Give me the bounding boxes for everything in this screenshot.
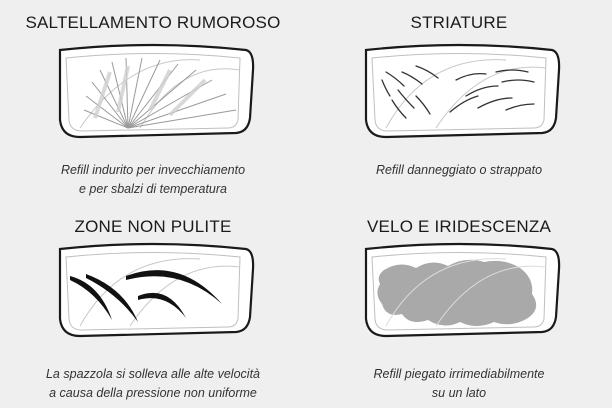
panel-caption: Refill piegato irrimediabilmente su un l… [306,365,612,403]
caption-line: Refill indurito per invecchiamento [60,163,246,177]
panel-title: ZONE NON PULITE [74,217,232,236]
panel-caption: Refill indurito per invecchiamento e per… [0,161,306,199]
panel-title: VELO E IRIDESCENZA [366,217,552,236]
panel-title: STRIATURE [410,13,508,32]
caption-line: Refill piegato irrimediabilmente [373,367,545,381]
caption-line: e per sbalzi di temperatura [79,182,227,196]
panel-caption: La spazzola si solleva alle alte velocit… [0,365,306,403]
caption-line: Refill danneggiato o strappato [375,163,543,177]
panel-uncleaned-areas: ZONE NON PULITE La spazzola si solleva a… [0,204,306,408]
windshield-chatter-illustration [58,43,255,139]
panel-streaks: STRIATURE Refill danneggiato o strappato [306,0,612,204]
caption-line: La spazzola si solleva alle alte velocit… [45,367,260,381]
panel-noisy-chatter: SALTELLAMENTO RUMOROSO [0,0,306,204]
windshield-streaks-illustration [364,43,561,139]
windshield-outline [364,43,561,139]
caption-line: su un lato [431,386,487,400]
panel-title: SALTELLAMENTO RUMOROSO [25,13,281,32]
caption-line: a causa della pressione non uniforme [49,386,257,400]
panel-film-iridescence: VELO E IRIDESCENZA Refill piegato irrime… [306,204,612,408]
film-blotch [377,259,537,326]
windshield-uncleaned-illustration [58,242,255,338]
panel-caption: Refill danneggiato o strappato [306,161,612,180]
windshield-film-illustration [364,242,561,338]
